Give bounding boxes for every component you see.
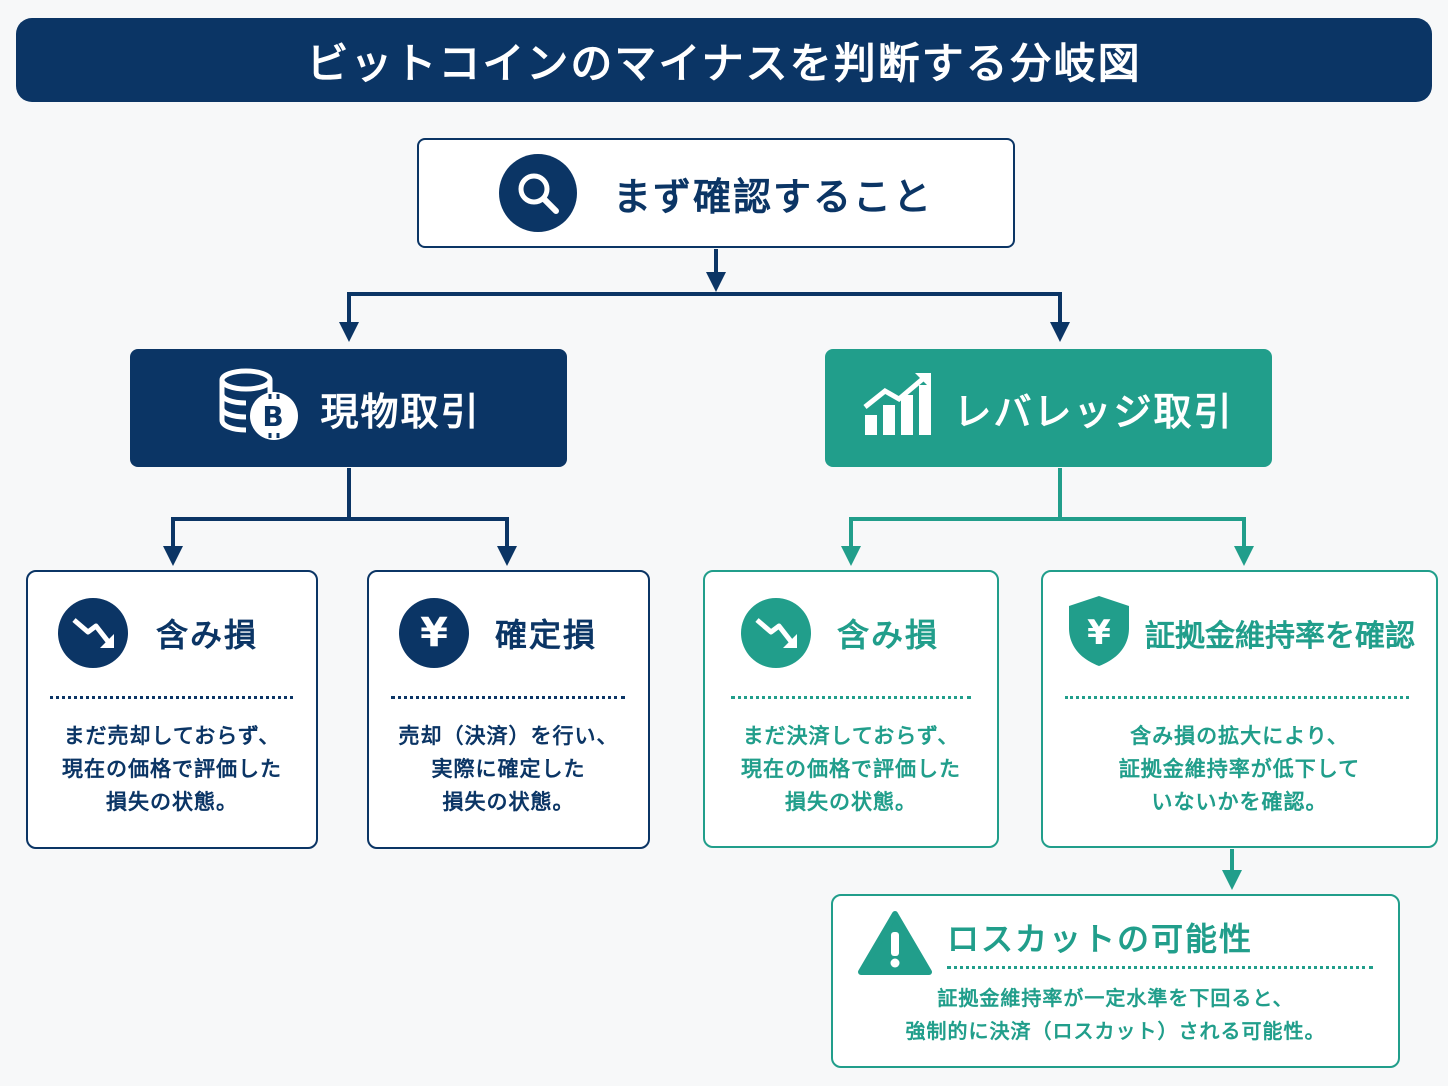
- trend-down-icon: [741, 598, 811, 668]
- card-description: 含み損の拡大により、 証拠金維持率が低下して いないかを確認。: [1053, 720, 1426, 819]
- divider: [731, 696, 971, 699]
- losscut-title: ロスカットの可能性: [947, 920, 1254, 958]
- description-line: 証拠金維持率が低下して: [1118, 757, 1361, 781]
- description-line: まだ決済しておらず、: [742, 724, 960, 748]
- card-title: 含み損: [837, 616, 940, 654]
- card-title: 確定損: [495, 616, 598, 654]
- description-line: 現在の価格で評価した: [62, 757, 282, 781]
- category-spot-label: 現物取引: [320, 389, 481, 434]
- category-leverage-label: レバレッジ取引: [953, 389, 1234, 434]
- connector-spot-split-right: [349, 517, 509, 556]
- rising-chart-icon: [863, 371, 935, 446]
- svg-text:¥: ¥: [1087, 613, 1111, 653]
- trend-down-icon: [58, 598, 128, 668]
- card-description: まだ決済しておらず、 現在の価格で評価した 損失の状態。: [715, 720, 987, 819]
- description-line: まだ売却しておらず、: [63, 724, 281, 748]
- card-leverage-unrealized-loss: 含み損 まだ決済しておらず、 現在の価格で評価した 損失の状態。: [703, 570, 999, 848]
- card-margin-ratio-check: ¥ 証拠金維持率を確認 含み損の拡大により、 証拠金維持率が低下して いないかを…: [1041, 570, 1438, 848]
- divider: [1065, 696, 1409, 699]
- connector-split: [347, 292, 1062, 332]
- title-banner: ビットコインのマイナスを判断する分岐図: [16, 18, 1432, 102]
- description-line: 損失の状態。: [106, 790, 238, 814]
- bitcoin-coins-icon: B: [216, 366, 302, 451]
- svg-text:B: B: [263, 400, 286, 433]
- category-leverage: レバレッジ取引: [825, 349, 1272, 467]
- card-title: 証拠金維持率を確認: [1145, 619, 1415, 654]
- description-line: 現在の価格で評価した: [741, 757, 961, 781]
- yen-icon: ¥: [399, 598, 469, 668]
- connector-lev-split: [849, 468, 1062, 556]
- description-line: 証拠金維持率が一定水準を下回ると、: [937, 986, 1294, 1010]
- divider: [947, 966, 1373, 969]
- card-spot-unrealized-loss: 含み損 まだ売却しておらず、 現在の価格で評価した 損失の状態。: [26, 570, 318, 849]
- description-line: 損失の状態。: [442, 790, 575, 814]
- category-spot: B 現物取引: [130, 349, 567, 467]
- card-description: まだ売却しておらず、 現在の価格で評価した 損失の状態。: [38, 720, 306, 819]
- description-line: 損失の状態。: [785, 790, 917, 814]
- connector-lev-split-right: [1060, 517, 1246, 556]
- losscut-box: ロスカットの可能性 証拠金維持率が一定水準を下回ると、 強制的に決済（ロスカット…: [831, 894, 1400, 1068]
- description-line: 実際に確定した: [431, 757, 586, 781]
- start-label: まず確認すること: [612, 174, 933, 219]
- start-node: まず確認すること: [417, 138, 1015, 248]
- divider: [391, 696, 625, 699]
- card-description: 売却（決済）を行い、 実際に確定した 損失の状態。: [379, 720, 638, 819]
- page-title: ビットコインのマイナスを判断する分岐図: [306, 38, 1142, 88]
- card-title: 含み損: [156, 616, 259, 654]
- losscut-description: 証拠金維持率が一定水準を下回ると、 強制的に決済（ロスカット）される可能性。: [843, 982, 1388, 1048]
- connector-spot-split: [171, 468, 351, 556]
- search-icon: [498, 154, 577, 232]
- description-line: 含み損の拡大により、: [1130, 724, 1349, 748]
- yen-shield-icon: ¥: [1065, 594, 1133, 672]
- card-spot-realized-loss: ¥ 確定損 売却（決済）を行い、 実際に確定した 損失の状態。: [367, 570, 650, 849]
- description-line: 強制的に決済（ロスカット）される可能性。: [905, 1019, 1326, 1043]
- divider: [50, 696, 293, 699]
- description-line: いないかを確認。: [1151, 790, 1328, 814]
- warning-icon: [857, 910, 933, 980]
- description-line: 売却（決済）を行い、: [398, 724, 619, 748]
